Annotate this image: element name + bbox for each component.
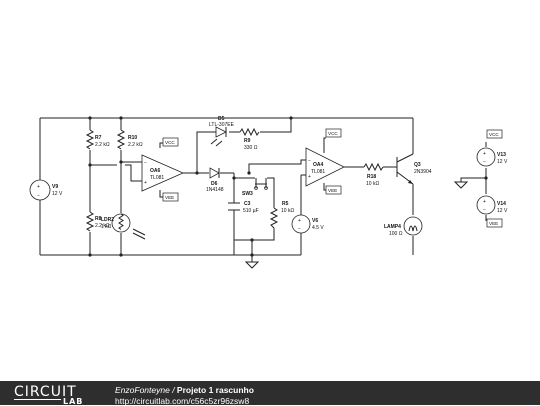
svg-text:+: +	[298, 218, 301, 224]
v14-source[interactable]: + − V14 12 V	[476, 195, 508, 215]
svg-text:4.5 V: 4.5 V	[312, 225, 324, 231]
svg-text:V6: V6	[312, 218, 318, 224]
d5-led[interactable]: D5 LTL-307EE	[209, 116, 235, 147]
svg-text:+: +	[483, 199, 486, 205]
v13-vcc-label: VCC	[486, 129, 503, 139]
svg-text:R10: R10	[128, 135, 137, 141]
junction-dots	[88, 116, 488, 257]
r5-resistor[interactable]: R5 10 kΩ	[269, 201, 294, 229]
svg-text:C3: C3	[244, 201, 251, 207]
oa4-vee-label: VEE	[325, 185, 342, 195]
svg-text:R18: R18	[367, 174, 376, 180]
c3-capacitor[interactable]: C3 510 µF	[228, 201, 259, 214]
v13-source[interactable]: + − V13 12 V	[476, 147, 508, 167]
v9-source[interactable]: + − V9 12 V	[29, 179, 63, 201]
svg-text:R5: R5	[282, 201, 289, 207]
r18-resistor[interactable]: R18 10 kΩ	[363, 162, 384, 187]
svg-text:TL081: TL081	[311, 169, 325, 175]
svg-text:R9: R9	[244, 138, 251, 144]
svg-text:R8: R8	[95, 216, 102, 222]
ldr2-photoresistor[interactable]: LDR2 1 kΩ	[101, 213, 146, 240]
svg-text:1 kΩ: 1 kΩ	[101, 224, 112, 230]
svg-text:VEE: VEE	[328, 188, 337, 193]
svg-text:LTL-307EE: LTL-307EE	[209, 122, 235, 128]
v9-value: 12 V	[52, 191, 63, 197]
svg-text:VEE: VEE	[165, 195, 174, 200]
svg-text:−: −	[144, 160, 147, 166]
project-credit: EnzoFonteyne / Projeto 1 rascunho	[115, 385, 254, 395]
d6-diode[interactable]: D6 1N4148	[206, 167, 224, 193]
svg-text:LDR2: LDR2	[101, 217, 114, 223]
svg-text:−: −	[483, 207, 486, 213]
oa6-vee-label: VEE	[162, 192, 179, 202]
svg-text:Q3: Q3	[414, 162, 421, 168]
r10-resistor[interactable]: R10 2.2 kΩ	[116, 129, 143, 150]
svg-text:D5: D5	[218, 116, 225, 122]
ground-symbol	[244, 261, 260, 269]
svg-text:330 Ω: 330 Ω	[244, 145, 258, 151]
svg-text:VCC: VCC	[165, 140, 175, 145]
svg-text:10 kΩ: 10 kΩ	[281, 208, 294, 214]
oa6-vcc-label: VCC	[162, 137, 179, 147]
project-title[interactable]: Projeto 1 rascunho	[176, 385, 254, 395]
svg-text:+: +	[308, 174, 311, 180]
svg-text:−: −	[483, 159, 486, 165]
v6-source[interactable]: + − V6 4.5 V	[291, 214, 324, 234]
svg-text:VCC: VCC	[489, 132, 499, 137]
lamp4-lamp[interactable]: LAMP4 100 Ω	[384, 216, 423, 237]
circuitlab-logo-lab: LAB	[63, 397, 84, 406]
svg-text:TL081: TL081	[150, 175, 164, 181]
svg-text:1N4148: 1N4148	[206, 187, 224, 193]
sw3-switch[interactable]: SW3	[242, 178, 268, 197]
svg-text:2.2 kΩ: 2.2 kΩ	[95, 223, 110, 229]
svg-text:510 µF: 510 µF	[243, 208, 259, 214]
svg-text:10 kΩ: 10 kΩ	[366, 181, 379, 187]
svg-text:+: +	[483, 151, 486, 157]
r9-resistor[interactable]: R9 330 Ω	[239, 127, 260, 151]
svg-text:2.2 kΩ: 2.2 kΩ	[128, 142, 143, 148]
svg-text:D6: D6	[211, 181, 218, 187]
svg-text:2.2 kΩ: 2.2 kΩ	[95, 142, 110, 148]
oa4-vcc-label: VCC	[325, 128, 342, 138]
svg-text:+: +	[37, 184, 40, 190]
svg-text:12 V: 12 V	[497, 208, 508, 214]
svg-text:VEE: VEE	[489, 221, 498, 226]
credit-separator: /	[169, 385, 177, 395]
svg-text:V13: V13	[497, 152, 506, 158]
project-url[interactable]: http://circuitlab.com/c56c5zr96zsw8	[115, 396, 250, 406]
svg-text:−: −	[37, 193, 40, 199]
footer-bar	[0, 381, 540, 405]
svg-text:2N3904: 2N3904	[414, 169, 432, 175]
oa4-opamp[interactable]: − + OA4 TL081	[305, 147, 345, 187]
q3-transistor[interactable]: Q3 2N3904	[396, 153, 432, 185]
ground-symbol-right	[453, 181, 469, 189]
oa6-opamp[interactable]: − + OA6 TL081	[141, 154, 184, 192]
circuitlab-logo[interactable]: CIRCUIT	[14, 384, 77, 400]
wires	[39, 117, 487, 262]
svg-text:100 Ω: 100 Ω	[389, 231, 403, 237]
logo-underline	[14, 399, 61, 400]
author-name[interactable]: EnzoFonteyne	[115, 385, 170, 395]
svg-text:−: −	[308, 158, 311, 164]
svg-text:+: +	[144, 180, 147, 186]
v14-vee-label: VEE	[486, 218, 503, 228]
svg-text:OA6: OA6	[150, 168, 161, 174]
r8-resistor[interactable]: R8 2.2 kΩ	[85, 211, 110, 232]
svg-text:−: −	[298, 226, 301, 232]
r7-resistor[interactable]: R7 2.2 kΩ	[85, 129, 110, 150]
svg-text:OA4: OA4	[313, 162, 324, 168]
svg-text:LAMP4: LAMP4	[384, 224, 401, 230]
svg-text:V14: V14	[497, 201, 506, 207]
svg-text:R7: R7	[95, 135, 102, 141]
svg-text:VCC: VCC	[328, 131, 338, 136]
svg-text:12 V: 12 V	[497, 159, 508, 165]
svg-text:SW3: SW3	[242, 191, 253, 197]
v9-name: V9	[52, 184, 58, 190]
